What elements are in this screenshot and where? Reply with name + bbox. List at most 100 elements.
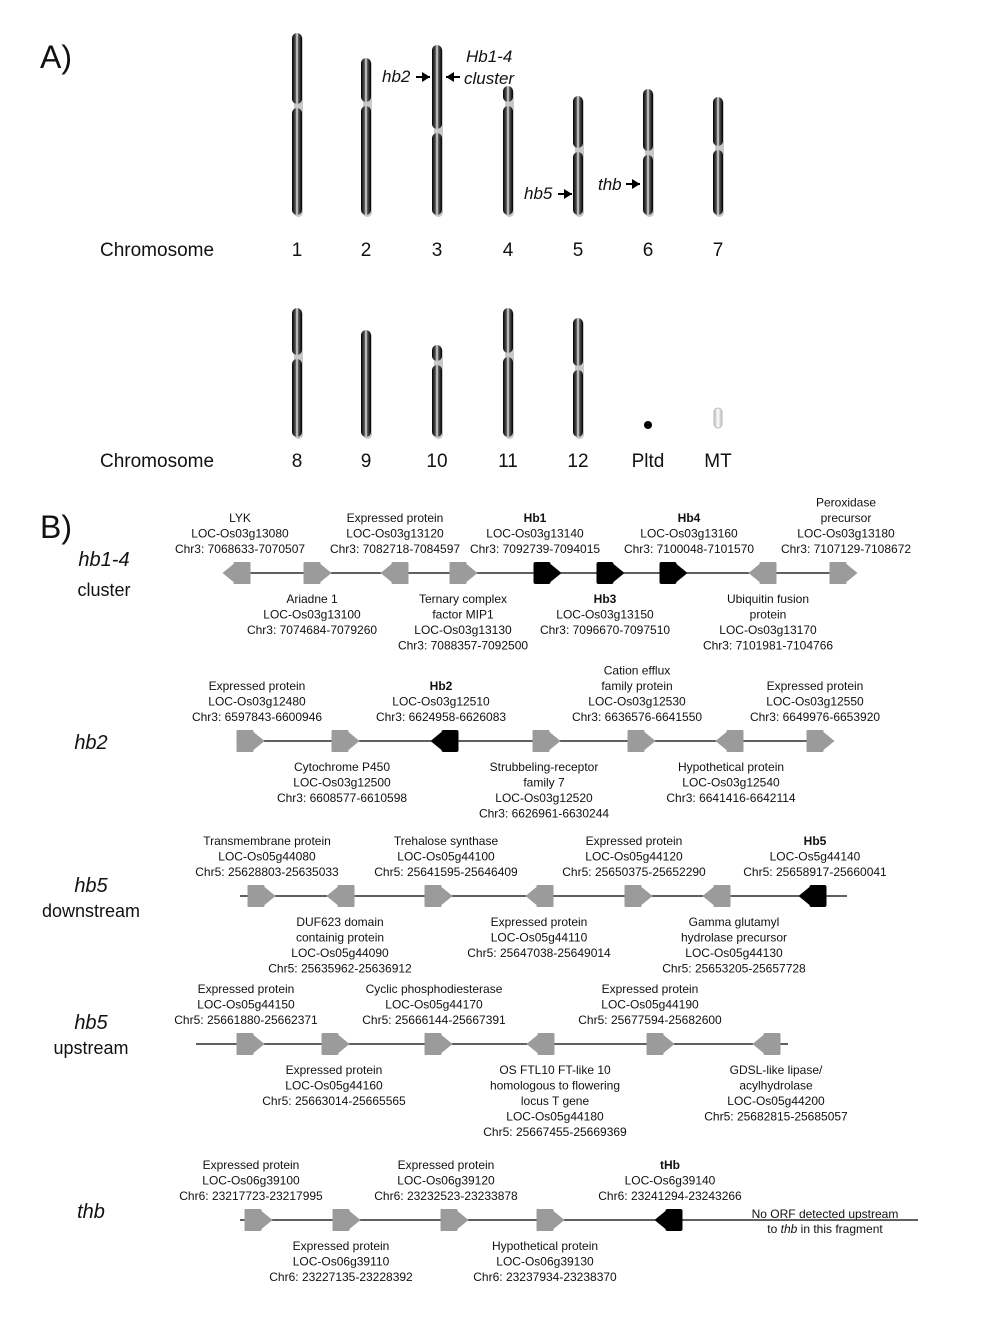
gene-label-line: Hb3 [594,592,617,606]
panel-a-label: A) [40,39,72,75]
gene-label-line: Ternary complex [419,592,507,606]
gene-direction-arrow [549,732,561,750]
gene-label-line: Chr6: 23241294-23243266 [598,1189,742,1203]
gene-box [441,730,459,752]
gene-direction-arrow [641,887,653,905]
gene-label-line: Expressed protein [347,511,444,525]
gene-box [321,1033,339,1055]
gene-label-line: Chr3: 6597843-6600946 [192,710,322,724]
gene-label-line: LOC-Os03g13150 [556,608,654,622]
chromosome-12 [573,318,584,439]
chromosome-number-7: 7 [713,240,724,261]
gene-label-line: Gamma glutamyl [689,915,780,929]
gene-LOC-Os05g44080: Transmembrane proteinLOC-Os05g44080Chr5:… [195,834,339,907]
gene-direction-arrow [338,1035,350,1053]
gene-label-line: LOC-Os03g12510 [392,695,490,709]
gene-label-line: Chr3: 7082718-7084597 [330,542,460,556]
gene-label-line: Ubiquitin fusion [727,592,809,606]
gene-label-line: Chr5: 25641595-25646409 [374,865,518,879]
gene-label-line: LOC-Os6g39140 [625,1174,716,1188]
gene-label-line: Peroxidase [816,496,876,510]
gene-label-line: Expressed protein [286,1063,383,1077]
gene-acylhydrolase: GDSL-like lipase/acylhydrolaseLOC-Os05g4… [704,1033,848,1124]
gene-family 7: Strubbeling-receptorfamily 7LOC-Os03g125… [479,730,609,821]
gene-label-line: Chr5: 25666144-25667391 [362,1013,506,1027]
gene-label-line: Chr5: 25653205-25657728 [662,962,806,976]
gene-label-line: LOC-Os06g39130 [496,1255,594,1269]
gene-label-line: Chr5: 25628803-25635033 [195,865,339,879]
chromosome-5 [573,96,584,217]
gene-label-line: LOC-Os05g44090 [291,946,389,960]
gene-box [391,562,409,584]
gene-label-line: Chr6: 23237934-23238370 [473,1270,617,1284]
gene-LOC-Os03g12540: Hypothetical proteinLOC-Os03g12540Chr3: … [666,730,796,805]
gene-box [646,1033,664,1055]
gene-label-line: LOC-Os03g12500 [293,776,391,790]
gene-label-line: LOC-Os03g13130 [414,623,512,637]
gene-protein: Ubiquitin fusionproteinLOC-Os03g13170Chr… [703,562,833,653]
locus-title: hb5 [74,875,108,897]
gene-direction-arrow [264,887,276,905]
gene-label-line: LOC-Os06g39120 [397,1174,495,1188]
gene-box [244,1209,262,1231]
gene-label-line: Hb5 [804,834,827,848]
gene-label-line: hydrolase precursor [681,931,787,945]
chromosome-Pltd [644,421,652,429]
gene-label-line: Transmembrane protein [203,834,331,848]
gene-label-line: LOC-Os03g13120 [346,527,444,541]
gene-label-line: Expressed protein [209,679,306,693]
chromosome-number-MT: MT [704,451,732,472]
gene-box [809,885,827,907]
gene-label-line: Expressed protein [767,679,864,693]
gene-label-line: LOC-Os05g44130 [685,946,783,960]
gene-direction-arrow [457,1211,469,1229]
gene-label-line: LOC-Os05g44150 [197,998,295,1012]
chromosome-8 [292,308,303,439]
gene-label-line: Chr5: 25677594-25682600 [578,1013,722,1027]
gene-label-line: LOC-Os03g12550 [766,695,864,709]
gene-label-line: LOC-Os03g13140 [486,527,584,541]
gene-label-line: Hb4 [678,511,701,525]
gene-label-line: Chr5: 25667455-25669369 [483,1125,627,1139]
chromosome-arrows: hb2 Hb1-4 cluster hb5 thb [382,47,640,203]
note-line-2: to thb in this fragment [767,1222,883,1236]
gene-box [247,885,265,907]
gene-label-line: Chr3: 6649976-6653920 [750,710,880,724]
gene-label-line: Chr5: 25663014-25665565 [262,1094,406,1108]
gene-label-line: DUF623 domain [296,915,383,929]
gene-label-line: LOC-Os06g39110 [293,1255,390,1269]
gene-direction-arrow [846,564,858,582]
chromosome-number-12: 12 [567,451,588,472]
chromosome-6 [643,89,654,217]
gene-label-line: locus T gene [521,1094,590,1108]
gene-box [806,730,824,752]
gene-direction-arrow [441,1035,453,1053]
gene-label-line: LOC-Os05g44100 [397,850,495,864]
thb-arrow-label: thb [598,175,622,194]
gene-label-line: Expressed protein [602,982,699,996]
gene-label-line: LOC-Os03g13100 [263,608,361,622]
gene-box [536,885,554,907]
gene-containig protein: DUF623 domaincontainig proteinLOC-Os05g4… [268,885,412,976]
gene-label-line: Chr6: 23217723-23217995 [179,1189,323,1203]
chromosome-11 [503,308,514,439]
chromosome-9 [361,330,372,439]
gene-direction-arrow [715,732,727,750]
gene-label-line: Chr6: 23232523-23233878 [374,1189,518,1203]
locus-subtitle: downstream [42,901,140,921]
gene-direction-arrow [253,1035,265,1053]
gene-direction-arrow [349,1211,361,1229]
gene-label-line: family protein [601,679,672,693]
gene-label-line: Chr3: 7092739-7094015 [470,542,600,556]
chromosome-1 [292,33,303,217]
